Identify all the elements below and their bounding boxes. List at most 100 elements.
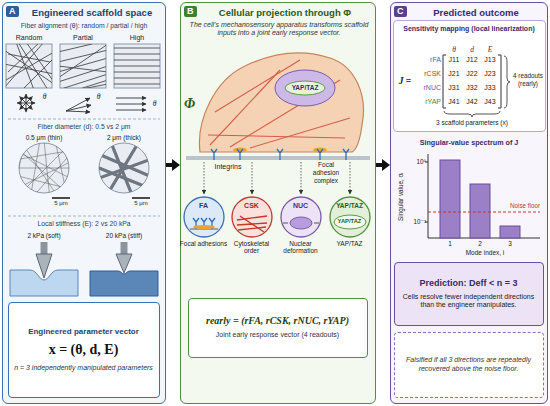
illustration-part xyxy=(14,175,74,190)
panel-description: The cell's mechanosensory apparatus tran… xyxy=(189,21,369,38)
matrix-cell: J22 xyxy=(463,70,481,78)
annotation-label: θ xyxy=(40,92,49,101)
illustration-part xyxy=(20,140,60,200)
illustration-part xyxy=(94,166,154,190)
illustration-part xyxy=(301,162,302,194)
illustration-part xyxy=(14,168,74,169)
illustration-part xyxy=(104,140,140,200)
section-heading: Fiber diameter (d): 0.5 vs 2 μm xyxy=(4,123,164,131)
illustration-part xyxy=(180,2,376,404)
box-note: n = 3 independently manipulated paramete… xyxy=(14,364,154,372)
circle-icon-part xyxy=(193,218,215,229)
illustration-part xyxy=(498,55,501,108)
illustration-part xyxy=(30,150,74,200)
annotation-label: 0.5 μm (thin) xyxy=(9,134,79,142)
vector-formula: rearly = (rFA, rCSK, rNUC, rYAP) xyxy=(194,315,362,327)
illustration-part xyxy=(90,271,158,296)
box-heading: Sensitivity mapping (local linearization… xyxy=(399,25,540,33)
box-note: Joint early response vector (4 readouts) xyxy=(194,331,362,339)
illustration-part xyxy=(116,104,146,105)
vector-formula: x = (θ, d, E) xyxy=(14,342,154,359)
section-divider xyxy=(8,119,160,216)
illustration-part xyxy=(393,20,546,132)
illustration-part xyxy=(285,81,325,95)
matrix-symbol: J = xyxy=(397,76,413,87)
illustration-part xyxy=(211,149,349,160)
circle-icon-part xyxy=(290,217,312,229)
illustration-part xyxy=(26,103,27,112)
illustration-part xyxy=(20,97,26,103)
circle-icon-part xyxy=(283,222,319,223)
readout-name: YAP/TAZ xyxy=(326,202,374,210)
fiber-alignment-images xyxy=(4,42,162,92)
part-label: Focal adhesion complex xyxy=(306,161,346,184)
annotation-label: High xyxy=(114,34,160,42)
section-heading: Fiber alignment (θ): random / partial / … xyxy=(4,22,164,30)
nucleus-label: YAP/TAZ xyxy=(326,218,374,225)
illustration-part xyxy=(114,48,160,84)
matrix-column-header: θ xyxy=(446,45,462,54)
illustration-part xyxy=(14,140,25,190)
illustration-part xyxy=(30,140,40,200)
illustration-part xyxy=(60,58,106,72)
section-heading: Local stiffness (E): 2 vs 20 kPa xyxy=(4,220,164,228)
illustration-part xyxy=(504,56,510,108)
illustration-part xyxy=(66,98,90,111)
indenter-images xyxy=(10,242,158,296)
illustration-part xyxy=(250,118,350,148)
circle-icon-part xyxy=(193,225,215,229)
illustration-part xyxy=(41,242,48,254)
annotation-label: 20 kPa (stiff) xyxy=(89,232,159,240)
illustration-part xyxy=(20,103,26,109)
illustration-part xyxy=(94,140,154,200)
readout-circle: FAFocal adhesions xyxy=(180,196,228,262)
matrix-cell: J42 xyxy=(463,98,481,106)
annotation-label: Random xyxy=(6,34,52,42)
matrix-cell: J23 xyxy=(481,70,499,78)
illustration-part xyxy=(8,216,160,217)
response-vector-box: rearly = (rFA, rCSK, rNUC, rYAP) Joint ea… xyxy=(188,298,368,358)
illustration-part xyxy=(233,148,247,153)
prediction-box: Prediction: Deff < n = 3Cells resolve fe… xyxy=(394,262,544,326)
illustration-part xyxy=(14,140,74,200)
matrix-brackets xyxy=(443,55,510,117)
illustration-part xyxy=(114,60,160,61)
illustration-part xyxy=(26,97,32,103)
direction-symbols xyxy=(17,94,146,112)
tick-label: 2 xyxy=(475,240,485,248)
arrow-shaft xyxy=(166,163,172,167)
illustration-part xyxy=(55,140,68,200)
panel-letter: C xyxy=(394,6,407,17)
illustration-part xyxy=(66,105,91,111)
readout-circle: CSKCytoskeletal order xyxy=(228,196,276,262)
box-body: Falsified if all 3 directions are repeat… xyxy=(400,356,538,373)
part-label: Integrins xyxy=(208,163,248,171)
illustration-part xyxy=(275,70,335,106)
matrix-cell: J41 xyxy=(445,98,463,106)
annotation-label: θ xyxy=(150,99,159,108)
illustration-part xyxy=(14,150,74,160)
matrix-cell: J21 xyxy=(445,70,463,78)
illustration-part xyxy=(114,78,160,79)
matrix-column-header: d xyxy=(464,45,480,54)
readout-caption: Cytoskeletal order xyxy=(228,240,276,256)
matrix-cell: J31 xyxy=(445,84,463,92)
annotation-label: 2 kPa (soft) xyxy=(9,232,79,240)
tick-label: 10⁻³ xyxy=(405,218,426,226)
scale-bar-label: 5 μm xyxy=(50,200,72,207)
illustration-part xyxy=(443,55,446,108)
illustration-part xyxy=(313,148,327,153)
illustration-part xyxy=(428,211,540,212)
illustration-part xyxy=(6,44,52,88)
illustration-part xyxy=(8,54,50,62)
illustration-part xyxy=(114,84,160,85)
scale-bar-label: 5 μm xyxy=(130,200,152,207)
matrix-cell: J33 xyxy=(481,84,499,92)
box-body: Cells resolve fewer independent directio… xyxy=(400,293,538,310)
illustration-part xyxy=(428,154,540,238)
readout-circle: NUCNuclear deformation xyxy=(277,196,325,262)
illustration-part xyxy=(199,53,363,152)
matrix-row-header: rYAP xyxy=(414,98,441,106)
